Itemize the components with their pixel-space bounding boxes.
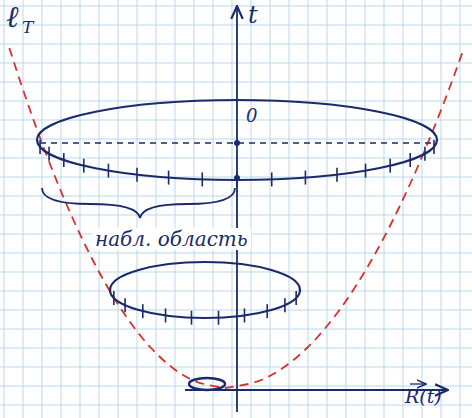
tick-mark — [271, 172, 273, 186]
small-section — [110, 262, 300, 325]
large-section — [37, 100, 437, 187]
tick-mark — [124, 298, 126, 312]
tick-mark — [433, 140, 435, 154]
tick-mark — [136, 168, 138, 182]
observer-dot — [234, 175, 240, 181]
tick-mark — [201, 172, 203, 186]
grid-line — [0, 310, 472, 311]
grid-line — [0, 196, 472, 197]
tick-mark — [39, 140, 41, 154]
grid-line — [0, 63, 472, 64]
grid-line — [0, 348, 472, 349]
time-axis — [236, 6, 238, 412]
region-label: набл. область — [92, 228, 251, 250]
label-holder: 0 — [246, 106, 257, 126]
tick-mark — [409, 153, 411, 167]
tick-mark — [389, 159, 391, 173]
grid-line — [0, 82, 472, 83]
vector-arrow — [410, 383, 426, 384]
grid-line — [0, 25, 472, 26]
label-holder: t — [248, 2, 258, 28]
tick-mark — [168, 171, 170, 185]
grid-line — [0, 291, 472, 292]
tick-mark — [266, 304, 268, 318]
grid-line — [0, 6, 472, 7]
grid-line — [0, 405, 472, 406]
axis-label: R(t) — [405, 386, 442, 407]
tick-mark — [424, 147, 426, 161]
tick-mark — [244, 308, 246, 322]
grid-line — [0, 253, 472, 254]
grid-line — [0, 44, 472, 45]
initial-section — [189, 378, 225, 390]
grid-line — [0, 215, 472, 216]
origin-dot — [234, 140, 240, 146]
label-holder: ℓ — [6, 0, 19, 33]
tick-mark — [218, 311, 220, 325]
universe-section — [110, 262, 300, 318]
subscript: T — [22, 18, 33, 37]
tick-mark — [336, 168, 338, 182]
axis-label: t — [248, 2, 258, 28]
time-scale-label: ℓ — [6, 0, 19, 33]
tick-mark — [365, 164, 367, 178]
tick-mark — [48, 147, 50, 161]
tick-mark — [295, 291, 297, 305]
label-holder: R(t) — [405, 386, 442, 407]
tick-mark — [113, 291, 115, 305]
tick-mark — [83, 159, 85, 173]
tick-mark — [142, 304, 144, 318]
tick-mark — [108, 164, 110, 178]
grid-line — [0, 386, 472, 387]
label-holder: T — [22, 18, 33, 37]
grid-line — [0, 120, 472, 121]
tick-mark — [305, 171, 307, 185]
tick-mark — [191, 311, 193, 325]
grid-line — [0, 139, 472, 140]
grid-line — [0, 158, 472, 159]
tick-mark — [165, 308, 167, 322]
tick-mark — [63, 153, 65, 167]
grid-line — [0, 272, 472, 273]
brace — [42, 188, 235, 218]
tick-mark — [284, 298, 286, 312]
grid-line — [0, 367, 472, 368]
label-holder: набл. область — [92, 228, 251, 250]
origin-label: 0 — [246, 106, 257, 126]
grid-line — [0, 329, 472, 330]
universe-section — [37, 100, 437, 180]
